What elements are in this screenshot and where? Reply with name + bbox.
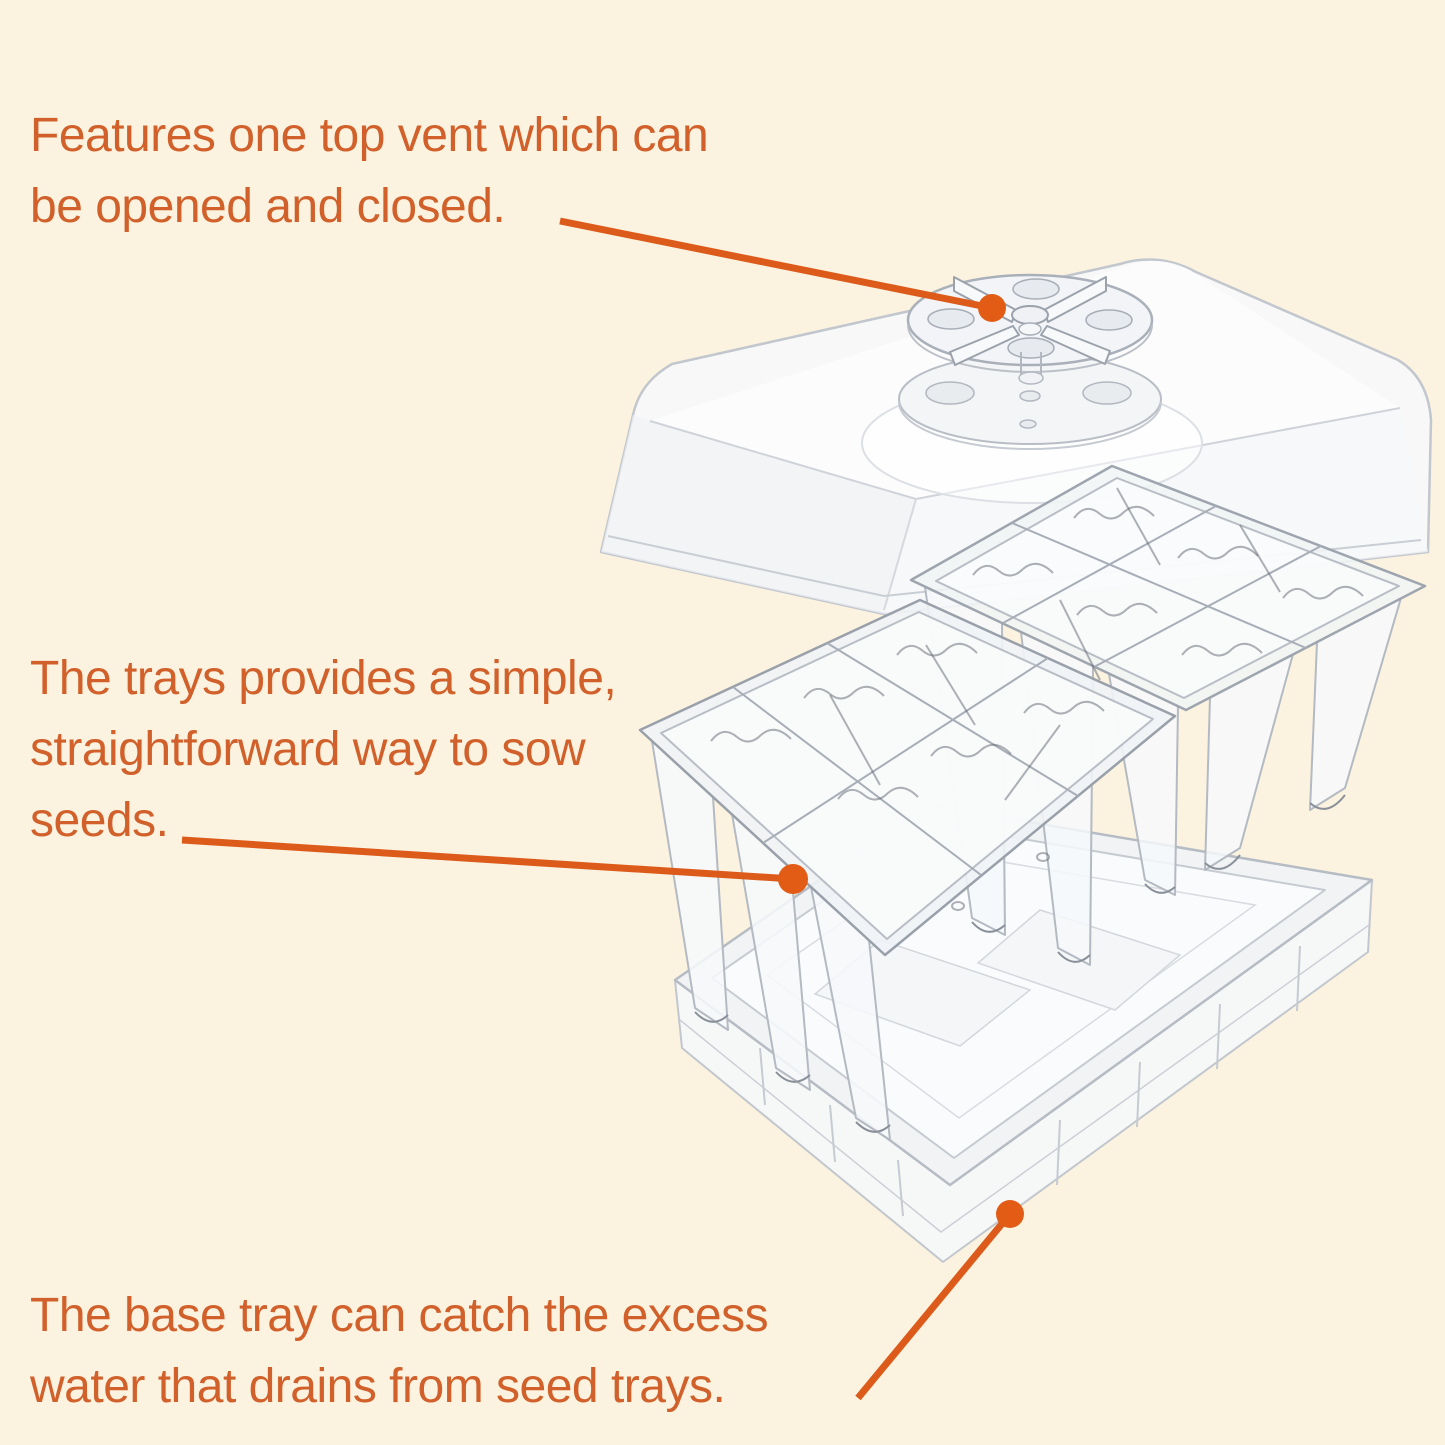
vent-platform-hole xyxy=(1019,390,1041,402)
vent-platform-thickness xyxy=(898,401,1162,450)
seed-tray-right-grid xyxy=(1002,505,1322,668)
base-tray-ribs-left xyxy=(759,1047,904,1217)
cell-crease xyxy=(829,644,1061,801)
vent-dial-hole xyxy=(927,308,975,330)
annotation-base-line-2: water that drains from seed trays. xyxy=(30,1360,726,1413)
annotation-vent-line-2: be opened and closed. xyxy=(30,180,506,233)
leader-line-trays xyxy=(181,836,794,883)
vent-stem xyxy=(1020,352,1042,378)
cell-tip-smiles xyxy=(971,794,1346,963)
vent-platform xyxy=(898,353,1162,450)
vent-dial-hole xyxy=(1085,309,1133,331)
seed-tray-left xyxy=(638,598,1177,1141)
vent-knob xyxy=(1011,305,1049,325)
vent-platform-hole xyxy=(925,381,975,405)
seed-tray-right-rim-inner xyxy=(935,477,1400,699)
annotation-base-line-1: The base tray can catch the excess xyxy=(30,1289,769,1342)
seed-cell-edges xyxy=(710,642,1105,911)
leader-line-vent xyxy=(559,217,993,312)
leader-dot-base xyxy=(996,1200,1024,1228)
vent-platform-hole xyxy=(1019,419,1037,429)
cell-tip-smiles xyxy=(694,1011,891,1133)
leader-dot-trays xyxy=(778,864,808,894)
vent-dial-hole xyxy=(1007,337,1055,359)
annotation-trays-line-1: The trays provides a simple, xyxy=(30,652,617,705)
vent-knob-base xyxy=(1018,322,1042,336)
vent-fin xyxy=(949,325,1020,366)
vent-dial-hole xyxy=(1012,278,1060,300)
base-tray-wall-lip xyxy=(679,924,1370,1233)
cell-crease xyxy=(1059,487,1281,681)
leader-dot-vent xyxy=(978,294,1006,322)
cell-drain-hole xyxy=(951,901,965,911)
annotation-base: The base tray can catch the excess water… xyxy=(30,1280,769,1422)
seed-cell-edges xyxy=(972,487,1364,681)
seed-tray-left-rim-inner xyxy=(660,611,1154,940)
base-tray-ribs-right xyxy=(1056,945,1301,1186)
annotation-trays: The trays provides a simple, straightfor… xyxy=(30,643,617,856)
vent-platform-hole xyxy=(1082,381,1132,405)
vent-fin xyxy=(1040,325,1111,365)
seed-tray-left-grid xyxy=(732,642,1079,876)
annotation-trays-line-3: seeds. xyxy=(30,794,169,847)
annotation-trays-line-2: straightforward way to sow xyxy=(30,723,586,776)
leader-lines xyxy=(181,217,1024,1401)
cell-drain-hole xyxy=(1036,852,1050,862)
dome-left-wall xyxy=(601,415,916,614)
annotation-vent: Features one top vent which can be opene… xyxy=(30,100,709,242)
dome-front-corner-edge xyxy=(883,498,917,611)
leader-line-base xyxy=(855,1211,1013,1401)
vent-stem-foot xyxy=(1018,371,1044,385)
annotation-vent-line-1: Features one top vent which can xyxy=(30,109,709,162)
